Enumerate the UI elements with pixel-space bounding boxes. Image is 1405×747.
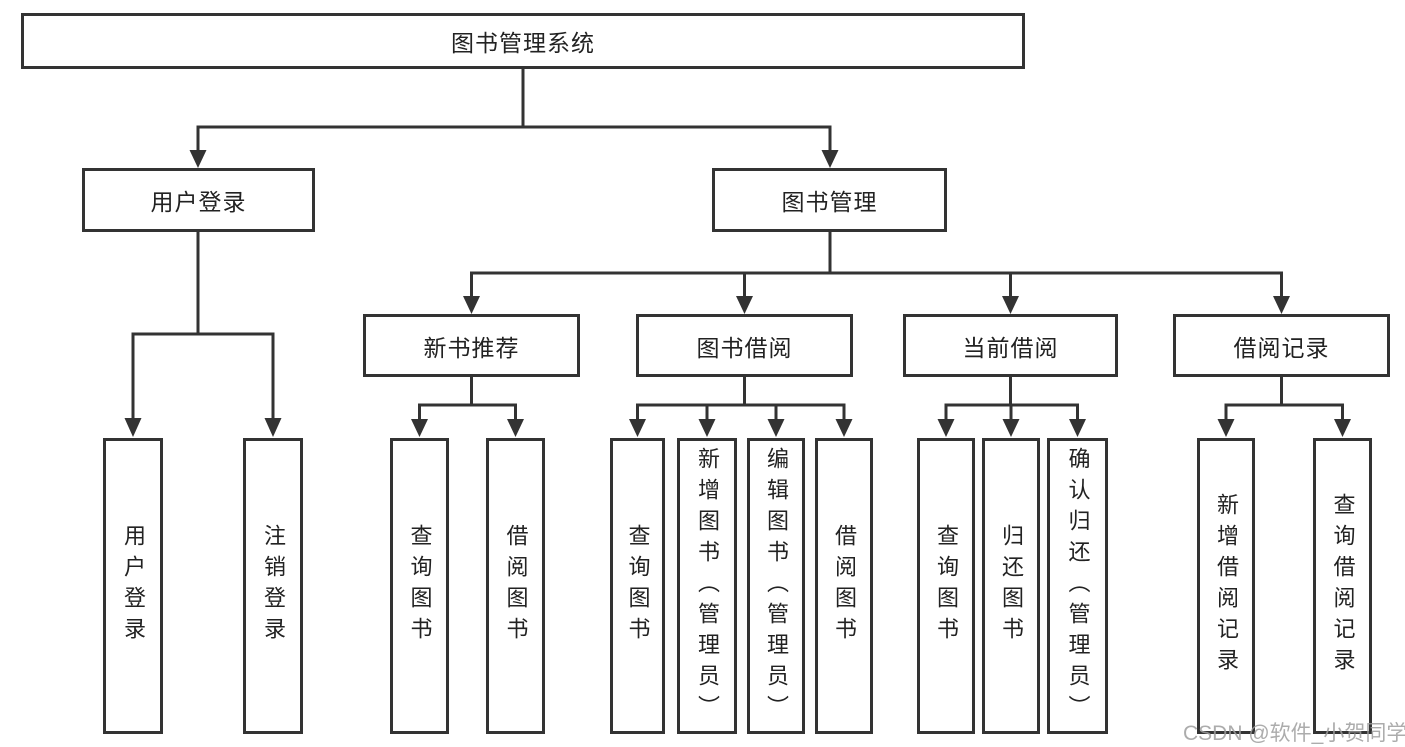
leaf-user-login-label: 用户登录: [121, 524, 146, 648]
node-library-management-system: 图书管理系统: [21, 13, 1025, 69]
node-new-book-recommend: 新书推荐: [363, 314, 580, 377]
node-book-management: 图书管理: [712, 168, 947, 232]
leaf-add-books-admin-label: 新增图书（管理员）: [695, 446, 720, 726]
leaf-edit-books-admin: 编辑图书（管理员）: [747, 438, 805, 734]
leaf-return-books: 归还图书: [982, 438, 1040, 734]
leaf-search-books-1: 查询图书: [390, 438, 449, 734]
node-new-book-recommend-label: 新书推荐: [423, 334, 520, 361]
node-book-management-label: 图书管理: [781, 189, 878, 215]
leaf-borrow-books-2: 借阅图书: [815, 438, 873, 734]
node-current-borrow: 当前借阅: [903, 314, 1118, 377]
leaf-logout-label: 注销登录: [261, 524, 286, 648]
leaf-add-books-admin: 新增图书（管理员）: [677, 438, 737, 734]
leaf-logout: 注销登录: [243, 438, 303, 734]
leaf-borrow-books-1: 借阅图书: [486, 438, 545, 734]
leaf-search-borrow-record-label: 查询借阅记录: [1330, 493, 1356, 679]
leaf-search-books-2: 查询图书: [610, 438, 665, 734]
node-book-borrow: 图书借阅: [636, 314, 853, 377]
leaf-search-books-3-label: 查询图书: [934, 524, 959, 648]
node-borrow-records: 借阅记录: [1173, 314, 1390, 377]
node-book-borrow-label: 图书借阅: [696, 334, 793, 361]
leaf-add-borrow-record-label: 新增借阅记录: [1214, 493, 1239, 679]
csdn-watermark: CSDN @软件_小贺同学: [1183, 722, 1405, 745]
leaf-edit-books-admin-label: 编辑图书（管理员）: [764, 446, 789, 726]
node-user-login: 用户登录: [82, 168, 315, 232]
leaf-user-login: 用户登录: [103, 438, 163, 734]
leaf-return-books-label: 归还图书: [999, 524, 1024, 648]
node-current-borrow-label: 当前借阅: [962, 334, 1059, 361]
leaf-borrow-books-2-label: 借阅图书: [832, 524, 857, 648]
leaf-search-books-2-label: 查询图书: [625, 524, 651, 648]
node-library-management-system-label: 图书管理系统: [451, 30, 595, 56]
node-borrow-records-label: 借阅记录: [1233, 334, 1330, 361]
leaf-borrow-books-1-label: 借阅图书: [503, 524, 529, 648]
leaf-search-books-1-label: 查询图书: [407, 524, 433, 648]
leaf-confirm-return-admin-label: 确认归还（管理员）: [1065, 446, 1091, 726]
leaf-add-borrow-record: 新增借阅记录: [1197, 438, 1255, 734]
leaf-confirm-return-admin: 确认归还（管理员）: [1047, 438, 1108, 734]
leaf-search-books-3: 查询图书: [917, 438, 975, 734]
leaf-search-borrow-record: 查询借阅记录: [1313, 438, 1372, 734]
node-user-login-label: 用户登录: [150, 189, 247, 215]
